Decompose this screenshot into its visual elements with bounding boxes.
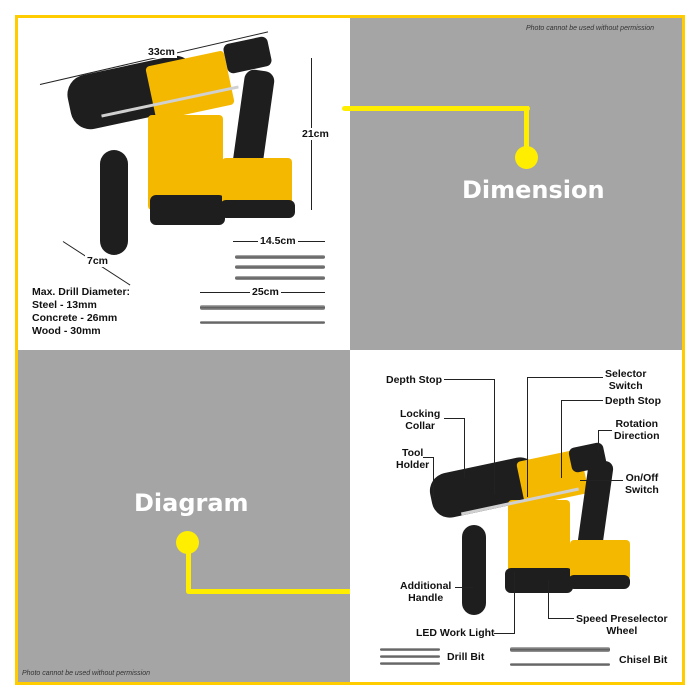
dimension-title: Dimension: [462, 176, 605, 204]
height-label: 21cm: [300, 128, 331, 140]
leader-tool-holder: [423, 457, 433, 458]
leader-speed-preselector: [548, 618, 574, 619]
tool-holder-line1: Tool: [401, 447, 424, 459]
leader-led-work-light-v: [514, 572, 515, 634]
leader-on-off-switch: [580, 480, 623, 481]
watermark-bottom: Photo cannot be used without permission: [22, 670, 151, 677]
label-chisel-bit: Chisel Bit: [619, 654, 668, 666]
additional-handle-line2: Handle: [408, 592, 444, 604]
rotation-direction-line1: Rotation: [615, 418, 659, 430]
label-additional-handle: Additional Handle: [400, 580, 451, 604]
leader-led-work-light: [494, 633, 514, 634]
on-off-switch-line1: On/Off: [625, 472, 659, 484]
leader-depth-stop-left: [444, 379, 494, 380]
leader-rotation-direction-v: [598, 430, 599, 450]
handle-label: 7cm: [85, 255, 111, 267]
length-label: 33cm: [146, 46, 177, 58]
leader-tool-holder-v: [433, 457, 434, 497]
label-rotation-direction: Rotation Direction: [614, 418, 660, 442]
tool-holder-line2: Holder: [396, 459, 430, 471]
diagram-title-panel: [18, 350, 350, 682]
locking-collar-line2: Collar: [405, 420, 436, 432]
bit-length-label: 14.5cm: [258, 235, 298, 247]
diagram-connector-h: [186, 589, 374, 594]
label-selector-switch: Selector Switch: [605, 368, 646, 392]
additional-handle-line1: Additional: [400, 580, 452, 592]
label-locking-collar: Locking Collar: [400, 408, 440, 432]
spec-concrete: Concrete - 26mm: [32, 312, 118, 324]
speed-preselector-line1: Speed Preselector: [576, 613, 668, 625]
spec-wood: Wood - 30mm: [32, 325, 101, 337]
leader-depth-stop-left-v: [494, 379, 495, 494]
dimension-title-panel: [350, 18, 682, 350]
dimension-connector-h: [342, 106, 530, 111]
diagram-title: Diagram: [134, 489, 249, 517]
spec-steel: Steel - 13mm: [32, 299, 97, 311]
leader-depth-stop-right-v: [561, 400, 562, 478]
speed-preselector-line2: Wheel: [606, 625, 638, 637]
watermark-top: Photo cannot be used without permission: [526, 25, 655, 32]
leader-selector-switch-v: [527, 377, 528, 497]
leader-locking-collar-v: [464, 418, 465, 478]
label-tool-holder: Tool Holder: [396, 447, 429, 471]
label-depth-stop-left: Depth Stop: [386, 374, 442, 386]
leader-locking-collar: [444, 418, 464, 419]
locking-collar-line1: Locking: [400, 408, 441, 420]
dimension-connector-v: [524, 106, 529, 154]
label-depth-stop-right: Depth Stop: [605, 395, 661, 407]
selector-switch-line2: Switch: [608, 380, 643, 392]
selector-switch-line1: Selector: [605, 368, 647, 380]
chisel-length-label: 25cm: [250, 286, 281, 298]
label-on-off-switch: On/Off Switch: [625, 472, 659, 496]
on-off-switch-line2: Switch: [625, 484, 659, 496]
label-speed-preselector: Speed Preselector Wheel: [576, 613, 668, 637]
leader-rotation-direction: [598, 430, 612, 431]
dimension-connector-dot: [515, 146, 538, 169]
label-led-work-light: LED Work Light: [416, 627, 495, 639]
max-drill-diameter-specs: Max. Drill Diameter: Steel - 13mm Concre…: [32, 286, 130, 338]
leader-selector-switch: [527, 377, 603, 378]
spec-heading: Max. Drill Diameter:: [32, 286, 131, 298]
leader-depth-stop-right: [561, 400, 603, 401]
leader-speed-preselector-v: [548, 580, 549, 619]
label-drill-bit: Drill Bit: [447, 651, 485, 663]
rotation-direction-line2: Direction: [614, 430, 660, 442]
diagram-connector-v: [186, 540, 191, 592]
leader-additional-handle: [455, 587, 473, 588]
